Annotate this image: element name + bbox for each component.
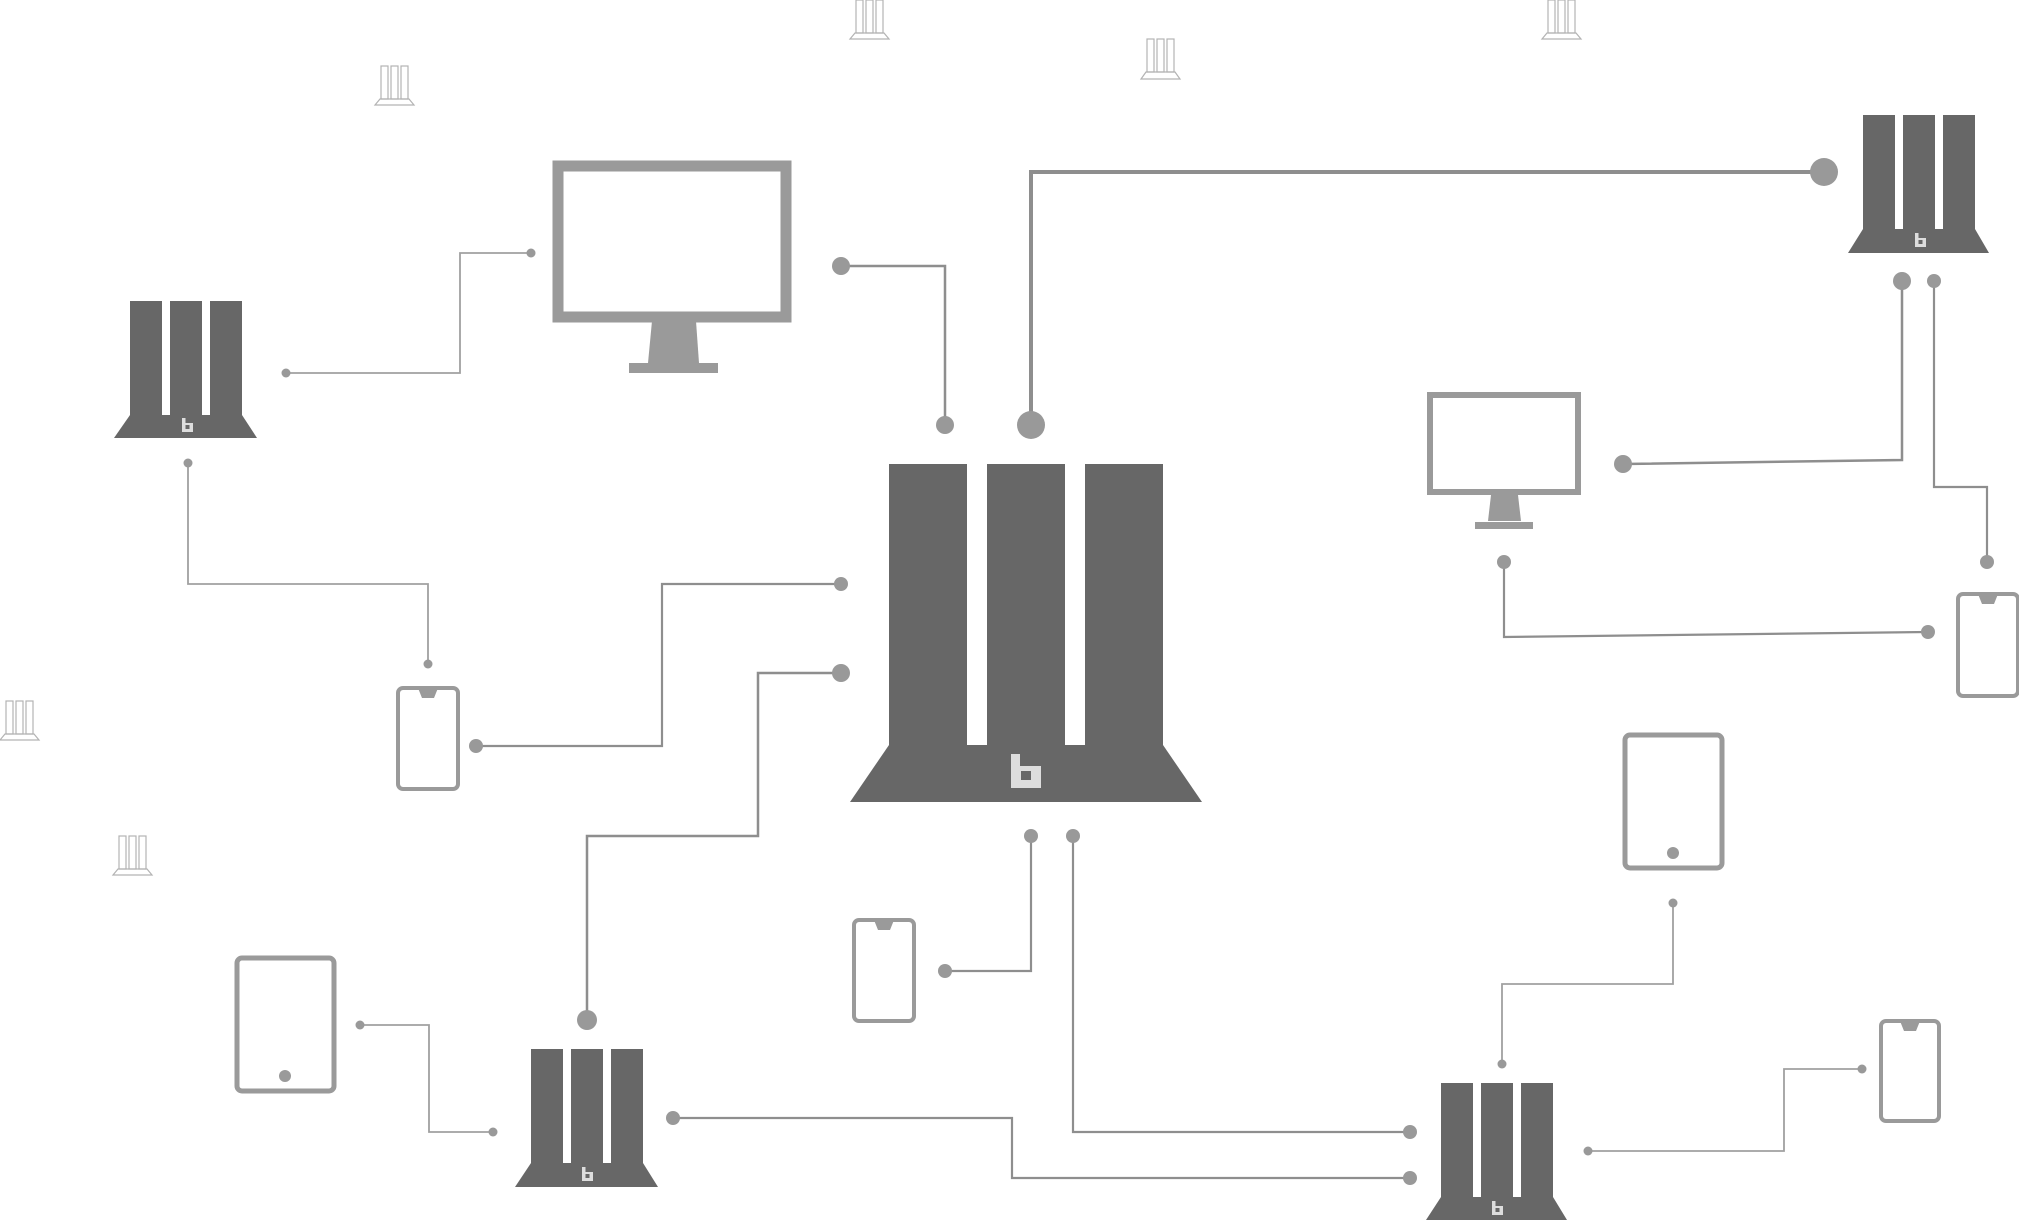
connector-dot (832, 664, 850, 682)
b-logo-icon (182, 418, 193, 432)
b-logo-icon (582, 1167, 593, 1181)
connector-central-phone-left (476, 582, 841, 748)
connector-hub-bottom-right-phone (1588, 1068, 1862, 1152)
connector-dot (281, 368, 291, 378)
monitor-right-icon[interactable] (1427, 392, 1581, 529)
connector-monitor-right-phone (1502, 562, 1929, 639)
connector-dot (469, 739, 483, 753)
connector-dot (666, 1111, 680, 1125)
hub-bottom-right-icon[interactable] (1426, 1083, 1567, 1220)
connector-dot (1810, 158, 1838, 186)
phone-right-icon[interactable] (1956, 592, 2019, 698)
hub-left-icon[interactable] (114, 301, 257, 438)
connector-central-phone-center (945, 836, 1033, 973)
connector-dot (1857, 1064, 1867, 1074)
connector-dot (1024, 829, 1038, 843)
hub-top-right-icon[interactable] (1848, 115, 1989, 253)
connector-dot (1497, 555, 1511, 569)
connector-dot (1980, 555, 1994, 569)
connector-dot (1893, 272, 1911, 290)
tablet-left-icon[interactable] (234, 955, 337, 1094)
mini-hub-icon (373, 65, 416, 106)
connector-dot (832, 257, 850, 275)
mini-hub-icon (0, 700, 41, 741)
connector-dot (834, 577, 848, 591)
connector-dot (1403, 1171, 1417, 1185)
connector-hub-top-right-monitor (1622, 281, 1904, 466)
connector-hub-top-right-phone (1932, 281, 1989, 562)
connector-dot (1403, 1125, 1417, 1139)
connector-dot (936, 416, 954, 434)
connector-central-monitor (841, 264, 947, 425)
connector-dot (1066, 829, 1080, 843)
phone-center-icon[interactable] (852, 918, 916, 1023)
b-logo-icon (1011, 754, 1041, 788)
phone-bottom-right-icon[interactable] (1879, 1019, 1941, 1123)
connector-dot (1614, 455, 1632, 473)
connector-dot (1668, 898, 1678, 908)
connector-dot (355, 1020, 365, 1030)
connector-hub-bottom-right-tablet (1501, 903, 1674, 1064)
mini-hub-icon (1540, 0, 1583, 40)
connector-dot (488, 1127, 498, 1137)
connector-dot (938, 964, 952, 978)
monitor-large-icon[interactable] (552, 160, 792, 373)
connector-dot (577, 1010, 597, 1030)
mini-hub-icon (1139, 38, 1182, 80)
central-hub-icon[interactable] (850, 464, 1202, 802)
connector-hub-left-monitor (286, 252, 531, 374)
connector-dot (1583, 1146, 1593, 1156)
connector-dot (423, 659, 433, 669)
connector-dot (183, 458, 193, 468)
mini-hub-icon (848, 0, 891, 40)
tablet-right-icon[interactable] (1622, 732, 1725, 871)
b-logo-icon (1492, 1201, 1503, 1215)
connector-dot (526, 248, 536, 258)
connector-hub-bottom-left-tablet (360, 1024, 493, 1133)
connector-central-hub-top-right (1029, 170, 1824, 425)
connector-dot (1017, 411, 1045, 439)
phone-left-icon[interactable] (396, 686, 460, 791)
connector-dot (1927, 274, 1941, 288)
mini-hub-icon (111, 835, 154, 876)
connector-hub-left-phone (187, 463, 429, 664)
b-logo-icon (1915, 233, 1926, 247)
connector-hub-bottom-left-right (673, 1116, 1410, 1180)
connector-dot (1497, 1059, 1507, 1069)
connector-dot (1921, 625, 1935, 639)
connector-central-hub-bottom-left (585, 671, 841, 1020)
hub-bottom-left-icon[interactable] (515, 1049, 658, 1187)
connector-central-hub-bottom-right (1071, 836, 1410, 1134)
